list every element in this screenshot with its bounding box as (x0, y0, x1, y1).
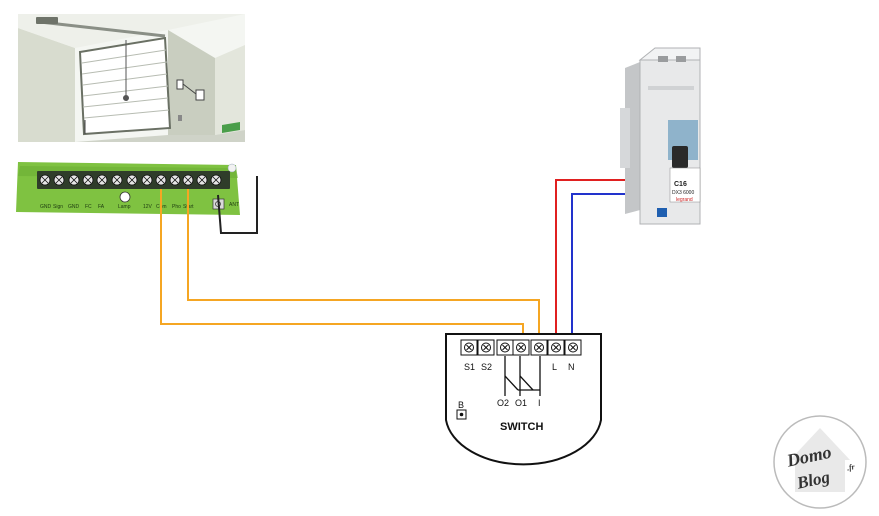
neutral-wire (571, 193, 628, 345)
board-label-ant: ANT (229, 202, 239, 208)
live-wire (555, 179, 628, 345)
board-label-gnd: GND (40, 204, 52, 210)
terminal-label-l: L (552, 362, 557, 372)
board-label-gnd: GND (68, 204, 80, 210)
board-terminal (82, 174, 94, 186)
signal-wire-start (187, 189, 540, 345)
board-terminal (68, 174, 80, 186)
board-label-sign: Sign (53, 204, 63, 210)
board-label-pho: Pho (172, 204, 181, 210)
board-terminal (141, 174, 153, 186)
board-terminal (53, 174, 65, 186)
terminal-label-n: N (568, 362, 575, 372)
board-terminal (155, 174, 167, 186)
board-label-12v: 12V (143, 204, 153, 210)
garage-illustration (18, 14, 245, 142)
button-label: B (458, 400, 464, 410)
board-terminal (196, 174, 208, 186)
relay-symbol (504, 356, 541, 396)
relay-label-i: I (538, 398, 541, 408)
relay-label-o1: O1 (515, 398, 527, 408)
board-label-fc: FC (85, 204, 92, 210)
antenna-wire (217, 176, 258, 234)
board-terminal (96, 174, 108, 186)
circuit-breaker: C16 DX3 6000 legrand (620, 47, 701, 225)
terminal-label-s2: S2 (481, 362, 492, 372)
board-terminal (210, 174, 222, 186)
board-terminal (111, 174, 123, 186)
module-terminal (477, 339, 495, 356)
module-terminal (530, 339, 548, 356)
logo-suffix: .fr (846, 462, 856, 473)
board-terminal (169, 174, 181, 186)
board-terminal (39, 174, 51, 186)
switch-module: S1 S2 L N O2 O1 I B SWITCH (445, 333, 602, 466)
module-terminal (512, 339, 530, 356)
board-terminal (182, 174, 194, 186)
domoblog-logo: Domo Blog .fr (773, 415, 867, 509)
breaker-model: DX3 6000 (672, 190, 694, 196)
module-terminal (496, 339, 514, 356)
board-label-lamp: Lamp (118, 204, 131, 210)
board-label-fa: FA (98, 204, 105, 210)
breaker-rating: C16 (674, 181, 687, 188)
relay-label-o2: O2 (497, 398, 509, 408)
lamp-icon (119, 191, 131, 203)
module-terminal (460, 339, 478, 356)
terminal-label-s1: S1 (464, 362, 475, 372)
module-title: SWITCH (500, 421, 543, 433)
board-terminal (126, 174, 138, 186)
breaker-brand: legrand (676, 197, 693, 203)
module-terminal (564, 339, 582, 356)
module-terminal (547, 339, 565, 356)
